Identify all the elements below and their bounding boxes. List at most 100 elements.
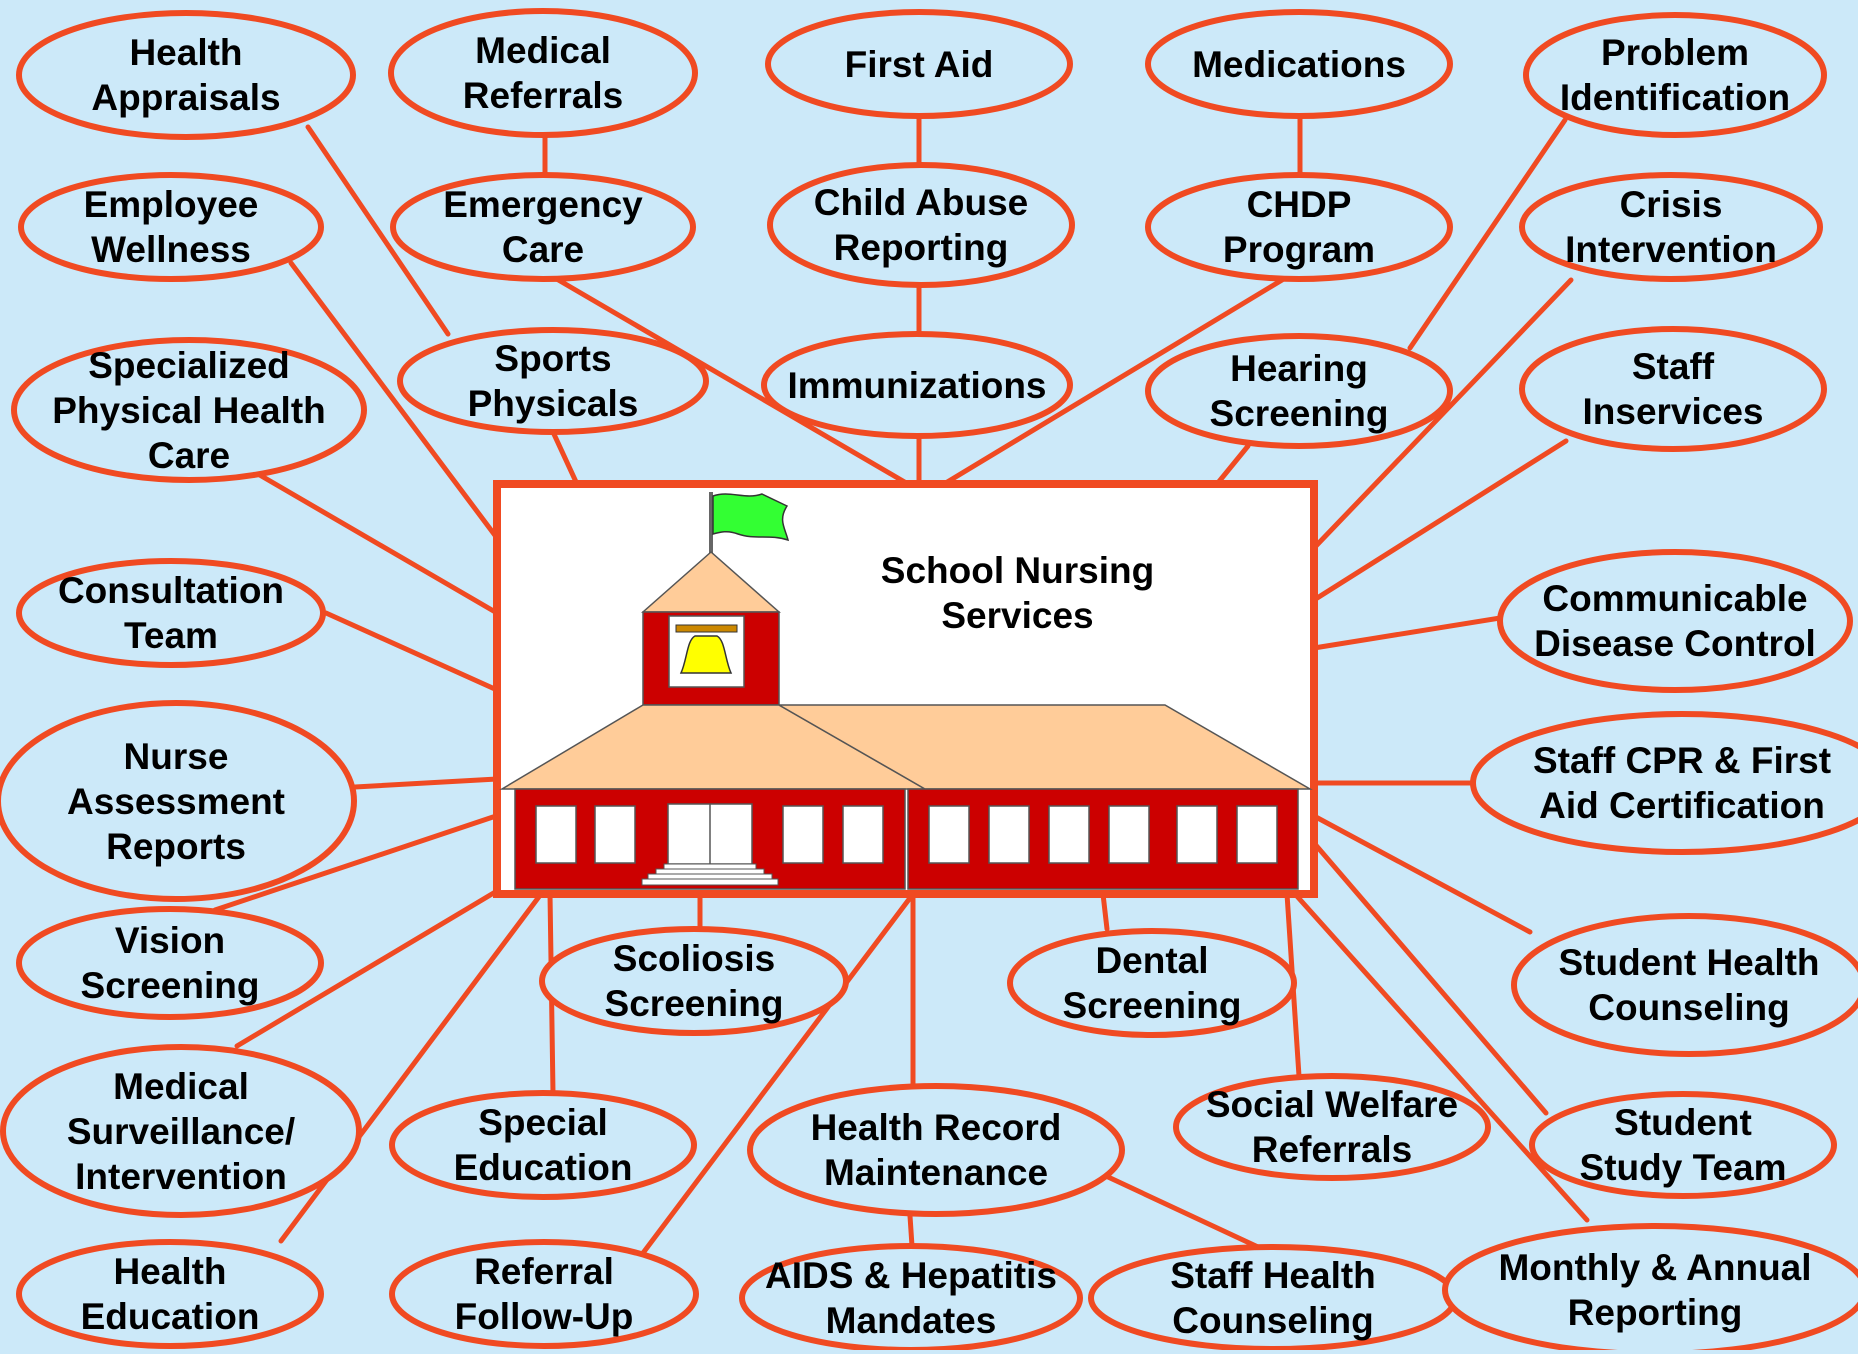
steps xyxy=(641,863,779,886)
center-title-line-2: Services xyxy=(941,595,1094,636)
medical-surveillance-label-line: Intervention xyxy=(75,1155,287,1197)
monthly-annual-reporting-ellipse xyxy=(1442,1223,1858,1350)
staff-cpr-first-aid-label-line: Aid Certification xyxy=(1539,785,1825,826)
staff-inservices-label-line: Inservices xyxy=(1582,391,1764,432)
communicable-disease-control-ellipse xyxy=(1497,549,1853,693)
staff-health-counseling-label-line: Counseling xyxy=(1172,1300,1374,1341)
connector-line xyxy=(305,124,451,337)
medical-surveillance-label-line: Surveillance/ xyxy=(66,1110,296,1152)
connector-line xyxy=(941,277,1285,487)
health-education-label-line: Education xyxy=(80,1296,260,1337)
social-welfare-referrals-ellipse xyxy=(1173,1073,1491,1181)
special-education-ellipse xyxy=(389,1090,697,1200)
service-ellipses xyxy=(0,8,1858,1350)
medications-label: Medications xyxy=(1148,12,1450,116)
social-welfare-referrals-label-line: Referrals xyxy=(1251,1129,1413,1170)
first-aid-label: First Aid xyxy=(768,12,1070,116)
hearing-screening-label-line: Screening xyxy=(1209,393,1389,434)
immunizations-label-line: Immunizations xyxy=(787,364,1047,406)
chdp-program-ellipse xyxy=(1145,172,1453,282)
special-education-label-line: Education xyxy=(453,1147,633,1188)
connector-line xyxy=(288,260,500,541)
specialized-physical-health-care-label-line: Physical Health xyxy=(52,389,326,431)
employee-wellness-label-line: Employee xyxy=(83,184,259,225)
connector-line xyxy=(323,610,500,693)
building-window xyxy=(928,805,970,864)
referral-follow-up-label-line: Referral xyxy=(474,1251,614,1292)
flag-icon xyxy=(712,493,790,542)
problem-identification-ellipse xyxy=(1523,12,1827,138)
school-building xyxy=(493,480,1318,898)
building-window xyxy=(782,805,824,864)
child-abuse-reporting-label-line: Child Abuse xyxy=(813,182,1029,223)
connector-line xyxy=(1100,891,1110,932)
hearing-screening-label-line: Hearing xyxy=(1230,348,1368,389)
scoliosis-screening-label-line: Screening xyxy=(604,983,784,1024)
medications-label-line: Medications xyxy=(1192,43,1406,85)
sports-physicals-label-line: Sports xyxy=(494,338,612,379)
connector-line xyxy=(1311,438,1569,603)
medical-referrals-label-line: Medical xyxy=(475,30,611,71)
special-education-label-line: Special xyxy=(478,1102,608,1143)
specialized-physical-health-care-label-line: Specialized xyxy=(88,344,290,386)
scoliosis-screening-ellipse xyxy=(539,926,849,1036)
building-window xyxy=(1176,805,1218,864)
referral-follow-up-label-line: Follow-Up xyxy=(454,1296,634,1337)
emergency-care-label-line: Care xyxy=(501,229,585,270)
nurse-assessment-reports-label-line: Nurse xyxy=(123,735,229,777)
first-aid-label-line: First Aid xyxy=(844,43,994,85)
student-study-team-label-line: Study Team xyxy=(1579,1147,1787,1188)
sports-physicals-ellipse xyxy=(397,327,709,435)
building-window xyxy=(594,805,636,864)
scoliosis-screening-label-line: Scoliosis xyxy=(612,938,776,979)
connector-line xyxy=(212,814,496,913)
health-record-maintenance-label-line: Maintenance xyxy=(823,1152,1049,1193)
connector-line xyxy=(234,888,500,1049)
center-title-line-1: School Nursing xyxy=(880,550,1155,591)
student-study-team-label-line: Student xyxy=(1614,1102,1752,1143)
communicable-disease-control-label-line: Disease Control xyxy=(1534,623,1816,664)
crisis-intervention-ellipse xyxy=(1519,172,1823,282)
nurse-assessment-reports-label-line: Assessment xyxy=(66,780,285,822)
dental-screening-label-line: Dental xyxy=(1095,940,1209,981)
aids-hepatitis-mandates-label-line: AIDS & Hepatitis xyxy=(765,1255,1057,1296)
problem-identification-label-line: Problem xyxy=(1600,32,1750,73)
problem-identification-label-line: Identification xyxy=(1559,77,1791,118)
student-health-counseling-label-line: Student Health xyxy=(1558,942,1820,983)
center-title: School Nursing Services xyxy=(845,548,1190,638)
student-health-counseling-label-line: Counseling xyxy=(1588,987,1790,1028)
monthly-annual-reporting-label-line: Reporting xyxy=(1567,1292,1743,1333)
vision-screening-ellipse xyxy=(16,906,324,1020)
connector-line xyxy=(255,471,500,616)
employee-wellness-label-line: Wellness xyxy=(91,229,251,270)
medications-ellipse xyxy=(1145,9,1453,119)
health-appraisals-ellipse xyxy=(16,10,356,140)
building-window xyxy=(1048,805,1090,864)
consultation-team-label-line: Consultation xyxy=(57,570,285,611)
health-appraisals-label-line: Health xyxy=(129,32,243,73)
consultation-team-label-line: Team xyxy=(124,615,218,656)
medical-surveillance-label-line: Medical xyxy=(113,1065,249,1107)
social-welfare-referrals-label-line: Social Welfare xyxy=(1205,1084,1459,1125)
child-abuse-reporting-ellipse xyxy=(767,162,1075,288)
consultation-team-ellipse xyxy=(16,558,326,668)
monthly-annual-reporting-label-line: Monthly & Annual xyxy=(1498,1247,1812,1288)
connector-line xyxy=(1311,813,1533,935)
